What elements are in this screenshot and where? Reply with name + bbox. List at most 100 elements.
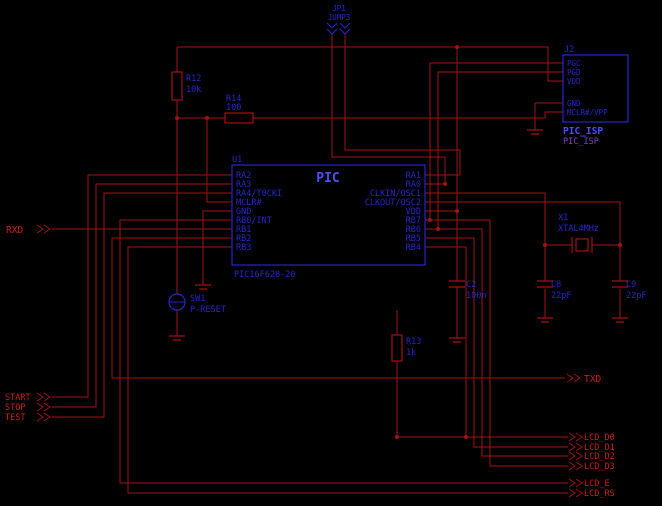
- junction-dot: [443, 182, 447, 186]
- c2-value-label: 100n: [466, 291, 486, 301]
- net-vdd-wire: [176, 46, 563, 281]
- junction-dot: [543, 243, 547, 247]
- j2-ref-label: J2: [564, 45, 574, 55]
- jp1-value-label: JUMP3: [328, 13, 351, 22]
- net-osc2-wire: [425, 201, 621, 281]
- junction-dot: [455, 45, 459, 49]
- u1-pin-label: RA2: [236, 171, 251, 181]
- r12-value-label: 10k: [186, 85, 201, 95]
- u1-title-label: PIC: [316, 171, 339, 186]
- port-arrow-icon: [568, 442, 583, 452]
- port-rxd-label: RXD: [6, 225, 23, 236]
- port-arrow-icon: [36, 392, 51, 402]
- u1-pin-label: RB2: [236, 234, 251, 244]
- junction-dot: [455, 209, 459, 213]
- r13-ref-label: R13: [406, 337, 421, 347]
- net-lcd-d3-wire: [425, 219, 568, 467]
- u1-value-label: PIC16F628-20: [234, 270, 295, 280]
- junction-dot: [395, 435, 399, 439]
- j2-pin-label: VDD: [567, 77, 581, 86]
- junction-dot: [436, 227, 440, 231]
- capacitor-c9-plates: [612, 280, 628, 288]
- j2-pin-label: GND: [567, 99, 581, 108]
- ground-icon: [527, 129, 543, 135]
- u1-pin-label: RB6: [406, 225, 421, 235]
- x1-value-label: XTAL4MHz: [558, 224, 599, 234]
- junction-dot: [464, 435, 468, 439]
- ground-icon: [449, 337, 465, 343]
- net-j2-gnd-wire: [534, 102, 563, 130]
- net-stop-wire: [52, 183, 232, 408]
- net-pgc-wire: [429, 62, 563, 220]
- port-test-label: TEST: [5, 413, 25, 423]
- wire-group: [52, 34, 621, 494]
- net-lcd-rs-wire: [127, 246, 568, 494]
- jumper-pin-icon: [339, 22, 351, 35]
- j2-pin-label: PGD: [567, 68, 581, 77]
- pic-u1-box: [231, 164, 426, 266]
- port-lcd-d2-label: LCD_D2: [584, 452, 615, 462]
- u1-pin-label: RA0: [406, 180, 421, 190]
- u1-ref-label: U1: [232, 155, 242, 165]
- port-txd-label: TXD: [584, 374, 601, 385]
- u1-pin-label: MCLR#: [236, 198, 262, 208]
- u1-pin-label: CLKOUT/OSC2: [365, 198, 421, 208]
- port-arrow-icon: [568, 488, 583, 498]
- junction-dot: [205, 116, 209, 120]
- j2-pin-label: PGC: [567, 59, 581, 68]
- u1-pin-label: RB4: [406, 243, 421, 253]
- capacitor-c8-plates: [537, 280, 553, 288]
- r14-ref-label: R14: [226, 94, 241, 104]
- u1-pin-label: RB1: [236, 225, 251, 235]
- junction-dot-group: [175, 45, 622, 439]
- junction-dot: [428, 218, 432, 222]
- resistor-r12-body: [171, 71, 183, 101]
- u1-pin-label: RB0/INT: [236, 216, 272, 226]
- port-arrow-icon: [36, 224, 51, 234]
- port-lcd-d3-label: LCD_D3: [584, 462, 615, 472]
- crystal-x1-plates: [571, 237, 593, 253]
- c9-value-label: 22pF: [626, 291, 646, 301]
- c8-value-label: 22pF: [551, 291, 571, 301]
- net-lcd-e-wire: [119, 219, 568, 484]
- junction-dot: [618, 243, 622, 247]
- ground-icon: [195, 284, 211, 290]
- crystal-x1-body: [575, 238, 589, 252]
- net-pgd-wire: [437, 71, 563, 229]
- jumper-pin-icon: [326, 22, 338, 35]
- port-arrow-icon: [568, 451, 583, 461]
- ground-icon: [612, 317, 628, 323]
- r13-value-label: 1k: [406, 348, 416, 358]
- port-arrow-icon: [568, 432, 583, 442]
- port-arrow-icon: [36, 402, 51, 412]
- port-lcd-rs-label: LCD_RS: [584, 489, 615, 499]
- label-group: JP1 JUMP3 J2 PGC PGD VDD GND MCLR#/VPP P…: [5, 4, 646, 499]
- u1-pin-label: GND: [236, 207, 251, 217]
- u1-pin-label: RA3: [236, 180, 251, 190]
- net-osc1-wire: [425, 192, 572, 281]
- net-lcd-d1-wire: [425, 237, 568, 448]
- port-lcd-e-label: LCD_E: [584, 479, 610, 489]
- u1-pin-label: RB7: [406, 216, 421, 226]
- j2-pin-label: MCLR#/VPP: [567, 108, 608, 117]
- component-group: [168, 22, 629, 362]
- c8-ref-label: C8: [551, 280, 561, 290]
- isp-j2-box: [562, 54, 629, 123]
- port-arrow-group: [36, 224, 583, 498]
- net-lcd-d2-wire: [425, 228, 568, 457]
- c9-ref-label: C9: [626, 280, 636, 290]
- port-lcd-d0-label: LCD_D0: [584, 433, 615, 443]
- port-arrow-icon: [566, 373, 581, 383]
- u1-pin-label: VDD: [406, 207, 421, 217]
- j2-name-label: PIC_ISP: [563, 126, 603, 137]
- c2-ref-label: C2: [466, 280, 476, 290]
- capacitor-c2-plates: [449, 280, 465, 288]
- port-lcd-d1-label: LCD_D1: [584, 443, 615, 453]
- resistor-r13-body: [391, 334, 403, 362]
- net-txd-wire: [111, 237, 565, 379]
- port-arrow-icon: [36, 412, 51, 422]
- port-stop-label: STOP: [5, 403, 25, 413]
- ground-icon: [169, 335, 185, 341]
